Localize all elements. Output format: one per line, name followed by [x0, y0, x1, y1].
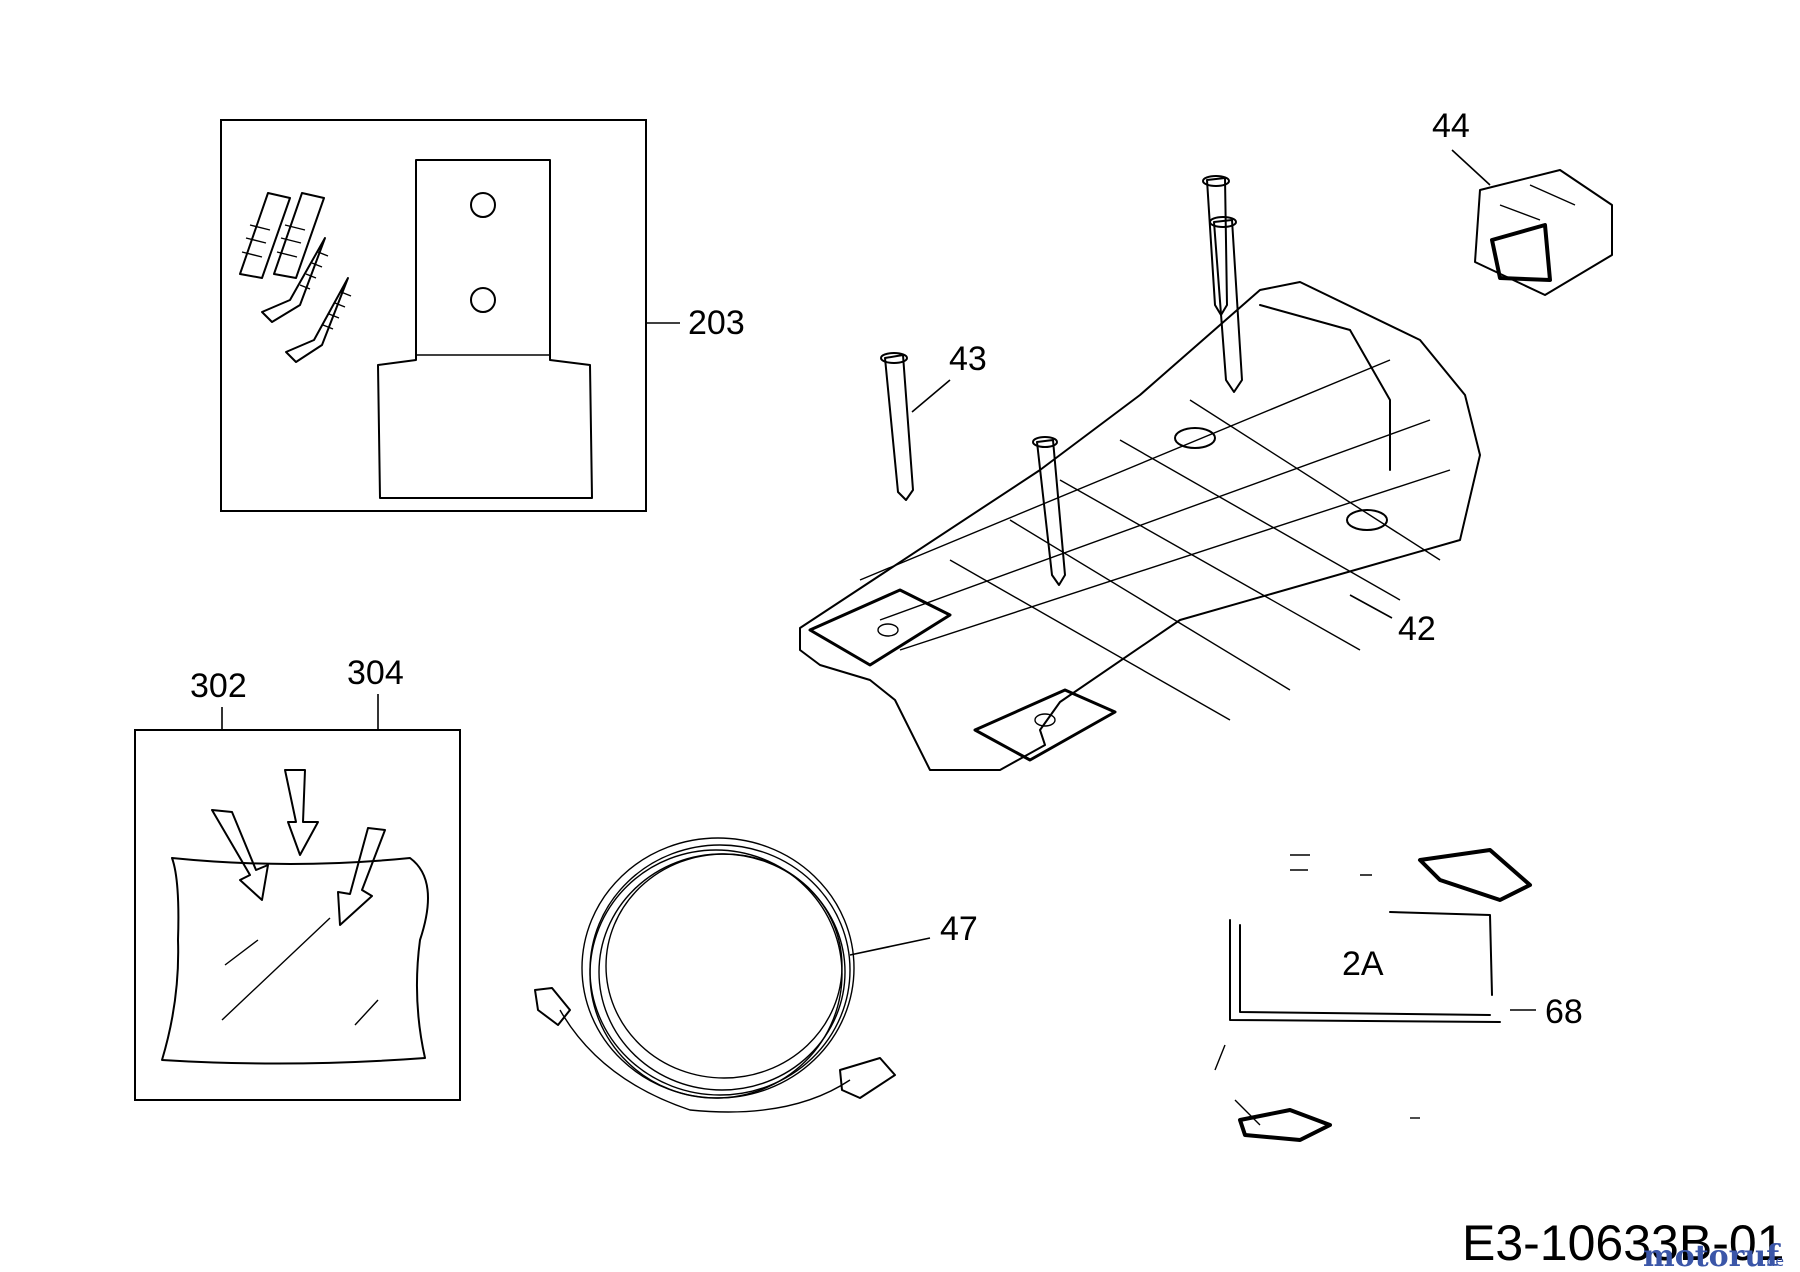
callout-203: 203	[688, 304, 745, 342]
part-43-pegs: 43	[880, 175, 1243, 586]
mounting-bracket	[377, 159, 593, 499]
callout-43: 43	[949, 340, 987, 378]
callout-42: 42	[1398, 610, 1436, 648]
watermark-brand: motoruf	[1643, 1239, 1781, 1272]
plug-icon	[534, 987, 896, 1099]
watermark-tld: .de	[1762, 1254, 1784, 1270]
callout-302: 302	[190, 667, 247, 705]
callout-2a: 2A	[1342, 945, 1384, 983]
document-number: E3-10633B-01	[1462, 1215, 1784, 1271]
watermark-logo: motoruf .de	[1643, 1239, 1784, 1272]
hook-icon	[211, 769, 386, 926]
part-203-wall-mount-kit: 203	[220, 119, 745, 512]
callout-44: 44	[1432, 107, 1470, 145]
peg-icon	[1202, 175, 1230, 316]
callout-304: 304	[347, 654, 404, 692]
peg-icon	[880, 352, 914, 501]
peg-icon	[1032, 436, 1066, 586]
part-302-304-hooks-bag: 302 304	[134, 654, 461, 1101]
contact-plate	[973, 688, 1117, 762]
part-42-base-plate: 42	[799, 281, 1481, 771]
screw-icon	[261, 237, 352, 363]
contact-plate	[808, 588, 952, 667]
part-44-connector: 44	[1432, 107, 1613, 296]
wall-plug-icon	[239, 192, 325, 279]
callout-68: 68	[1545, 993, 1583, 1031]
part-47-wire-coil: 47	[534, 837, 978, 1113]
bag-icon	[161, 857, 429, 1065]
part-2a-68-station: 2A 68	[1214, 848, 1583, 1142]
callout-47: 47	[940, 910, 978, 948]
